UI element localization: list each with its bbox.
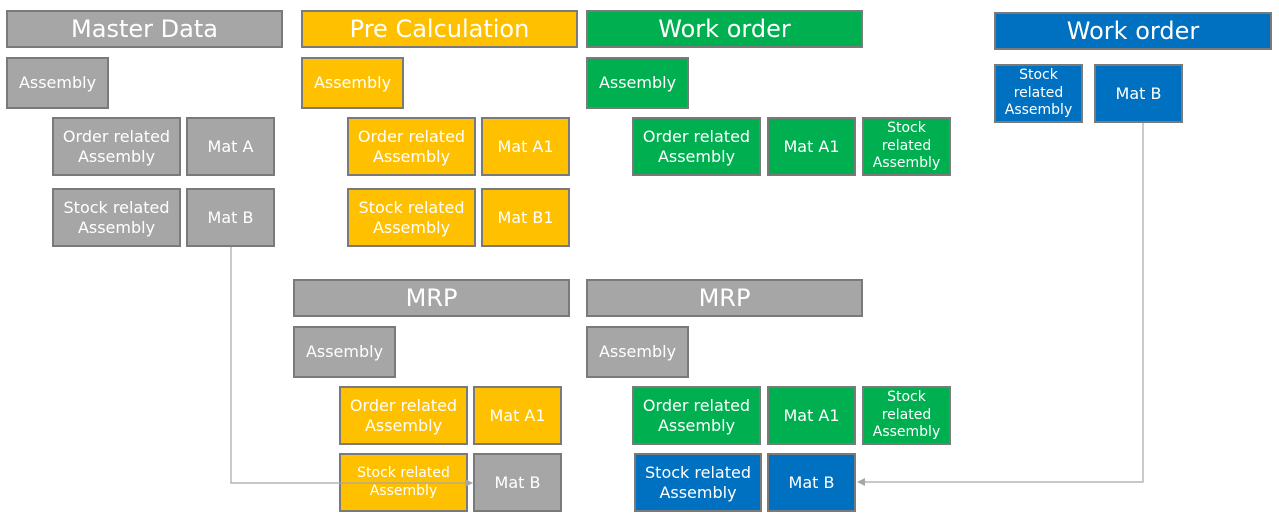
- mrp-header-2: MRP: [586, 279, 863, 317]
- pre-calculation-header: Pre Calculation: [301, 10, 578, 48]
- mrp2-stock-related-assembly-small: Stock related Assembly: [862, 386, 951, 445]
- master-mat-b: Mat B: [186, 188, 275, 247]
- work-order-header-blue: Work order: [994, 12, 1272, 50]
- master-order-related-assembly: Order related Assembly: [52, 117, 181, 176]
- mrp1-mat-a1: Mat A1: [473, 386, 562, 445]
- mrp1-order-related-assembly: Order related Assembly: [339, 386, 468, 445]
- workorder2-mat-b: Mat B: [1094, 64, 1183, 123]
- precalc-stock-related-assembly: Stock related Assembly: [347, 188, 476, 247]
- mrp2-assembly: Assembly: [586, 326, 689, 378]
- master-data-header: Master Data: [6, 10, 283, 48]
- precalc-assembly: Assembly: [301, 57, 404, 109]
- mrp-header-1: MRP: [293, 279, 570, 317]
- precalc-order-related-assembly: Order related Assembly: [347, 117, 476, 176]
- work-order-header-green: Work order: [586, 10, 863, 48]
- mrp2-stock-related-assembly: Stock related Assembly: [634, 453, 762, 512]
- master-mat-a: Mat A: [186, 117, 275, 176]
- workorder-mat-a1: Mat A1: [767, 117, 856, 176]
- mrp1-assembly: Assembly: [293, 326, 396, 378]
- workorder-assembly: Assembly: [586, 57, 689, 109]
- precalc-mat-a1: Mat A1: [481, 117, 570, 176]
- workorder-stock-related-assembly: Stock related Assembly: [862, 117, 951, 176]
- precalc-mat-b1: Mat B1: [481, 188, 570, 247]
- workorder2-stock-related-assembly: Stock related Assembly: [994, 64, 1083, 123]
- master-assembly: Assembly: [6, 57, 109, 109]
- mrp1-mat-b: Mat B: [473, 453, 562, 512]
- mrp2-mat-a1: Mat A1: [767, 386, 856, 445]
- workorder-order-related-assembly: Order related Assembly: [632, 117, 761, 176]
- mrp2-order-related-assembly: Order related Assembly: [632, 386, 761, 445]
- master-stock-related-assembly: Stock related Assembly: [52, 188, 181, 247]
- mrp1-stock-related-assembly: Stock related Assembly: [339, 453, 468, 512]
- mrp2-mat-b: Mat B: [767, 453, 856, 512]
